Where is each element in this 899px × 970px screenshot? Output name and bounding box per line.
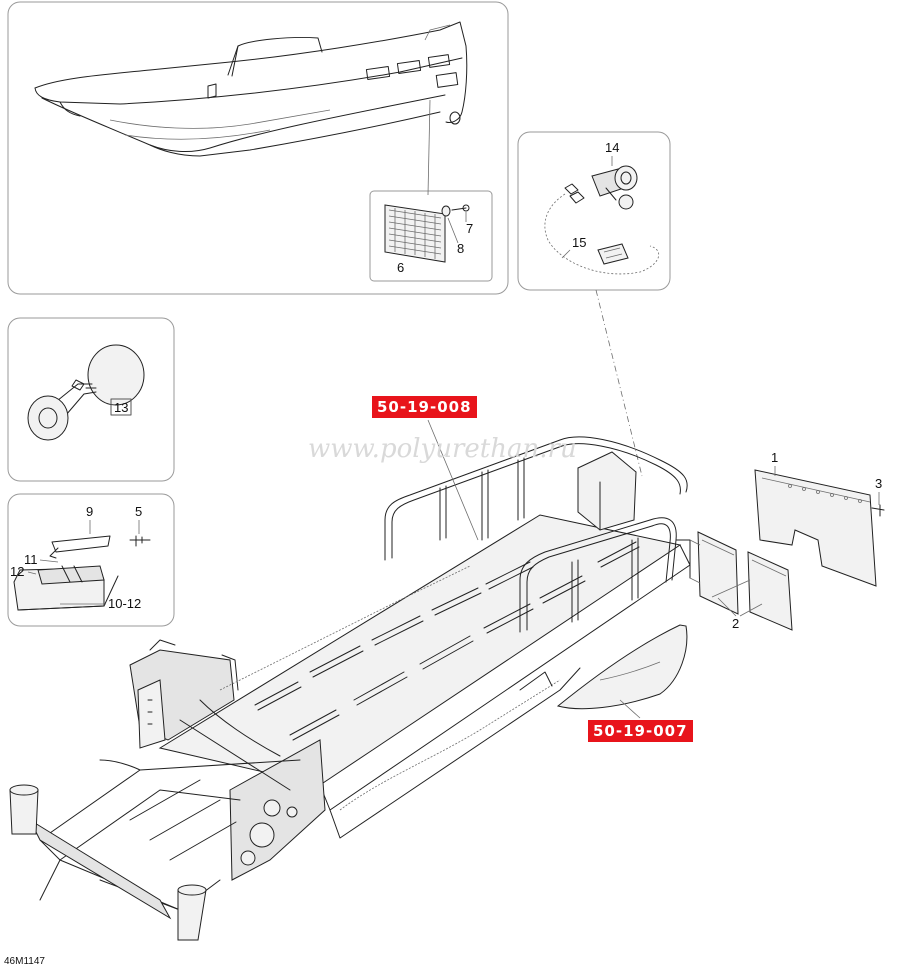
rear-cover-drawing <box>34 21 468 157</box>
callout-2: 2 <box>732 616 739 631</box>
callout-11: 11 <box>24 552 38 567</box>
chassis-frame <box>9 436 691 941</box>
callout-9: 9 <box>86 504 93 519</box>
callout-12: 12 <box>10 564 24 579</box>
panel-rear-cover: 7 8 6 <box>7 1 509 295</box>
mud-flap-small-right <box>747 551 793 631</box>
side-deflector-rib <box>599 661 661 681</box>
reference-tag-top[interactable]: 50-19-008 <box>372 396 477 418</box>
callout-6: 6 <box>397 260 404 275</box>
light-socket-drawing <box>544 165 660 275</box>
rear-rack <box>384 436 691 633</box>
watermark-text: www.polyurethan.ru <box>308 434 577 464</box>
panel-light-harness: 14 15 <box>517 131 671 291</box>
horn-drawing <box>27 344 145 441</box>
callout-10-12: 10-12 <box>108 596 141 611</box>
side-deflector <box>556 624 688 710</box>
callout-5: 5 <box>135 504 142 519</box>
panel-battery: 9 5 11 12 10-12 <box>7 493 175 627</box>
callout-15: 15 <box>572 235 586 250</box>
callout-8: 8 <box>457 241 464 256</box>
battery-drawing <box>13 535 151 611</box>
front-frame <box>9 639 326 941</box>
callout-13: 13 <box>114 400 128 415</box>
reference-tag-right[interactable]: 50-19-007 <box>588 720 693 742</box>
light-leader-line <box>595 289 643 477</box>
leader-2 <box>717 597 763 617</box>
mud-flap-large <box>754 469 877 587</box>
callout-3: 3 <box>875 476 882 491</box>
deck-slots <box>254 541 640 741</box>
drawing-id: 46M1147 <box>4 956 45 967</box>
mud-flap-small-left <box>697 531 739 615</box>
reflector-detail <box>384 99 470 263</box>
ref-top-leader <box>427 419 479 541</box>
panel-horn: 13 <box>7 317 175 482</box>
ref-right-leader <box>619 699 641 719</box>
callout-1: 1 <box>771 450 778 465</box>
mud-flaps <box>689 469 885 631</box>
callout-7: 7 <box>466 221 473 236</box>
callout-14: 14 <box>605 140 619 155</box>
